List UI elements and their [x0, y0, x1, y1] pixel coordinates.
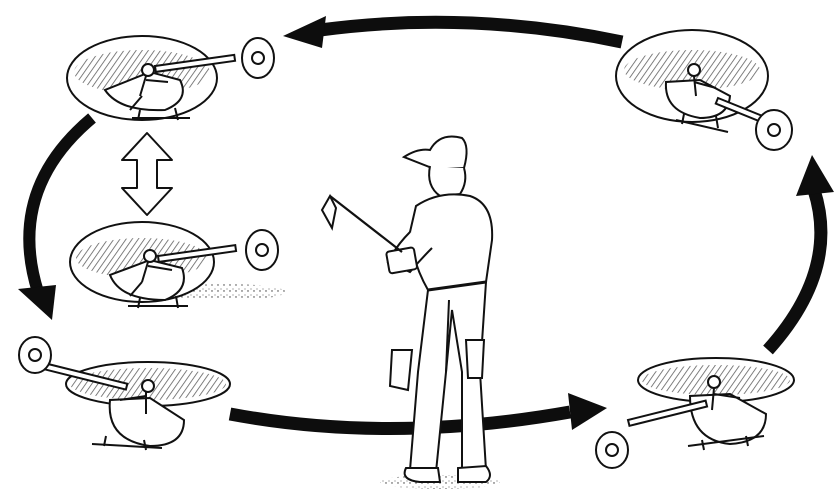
arrow-left — [18, 118, 92, 320]
helicopter-bottom-right — [596, 358, 794, 468]
arrow-top — [283, 16, 622, 48]
arrow-right — [768, 155, 834, 350]
helicopter-top-right — [616, 30, 792, 150]
pilot-with-transmitter-icon — [322, 137, 500, 490]
helicopter-mid-left — [70, 222, 286, 308]
double-arrow-icon — [122, 133, 172, 215]
helicopter-bottom-left — [19, 337, 230, 450]
helicopter-top-left — [67, 36, 274, 120]
